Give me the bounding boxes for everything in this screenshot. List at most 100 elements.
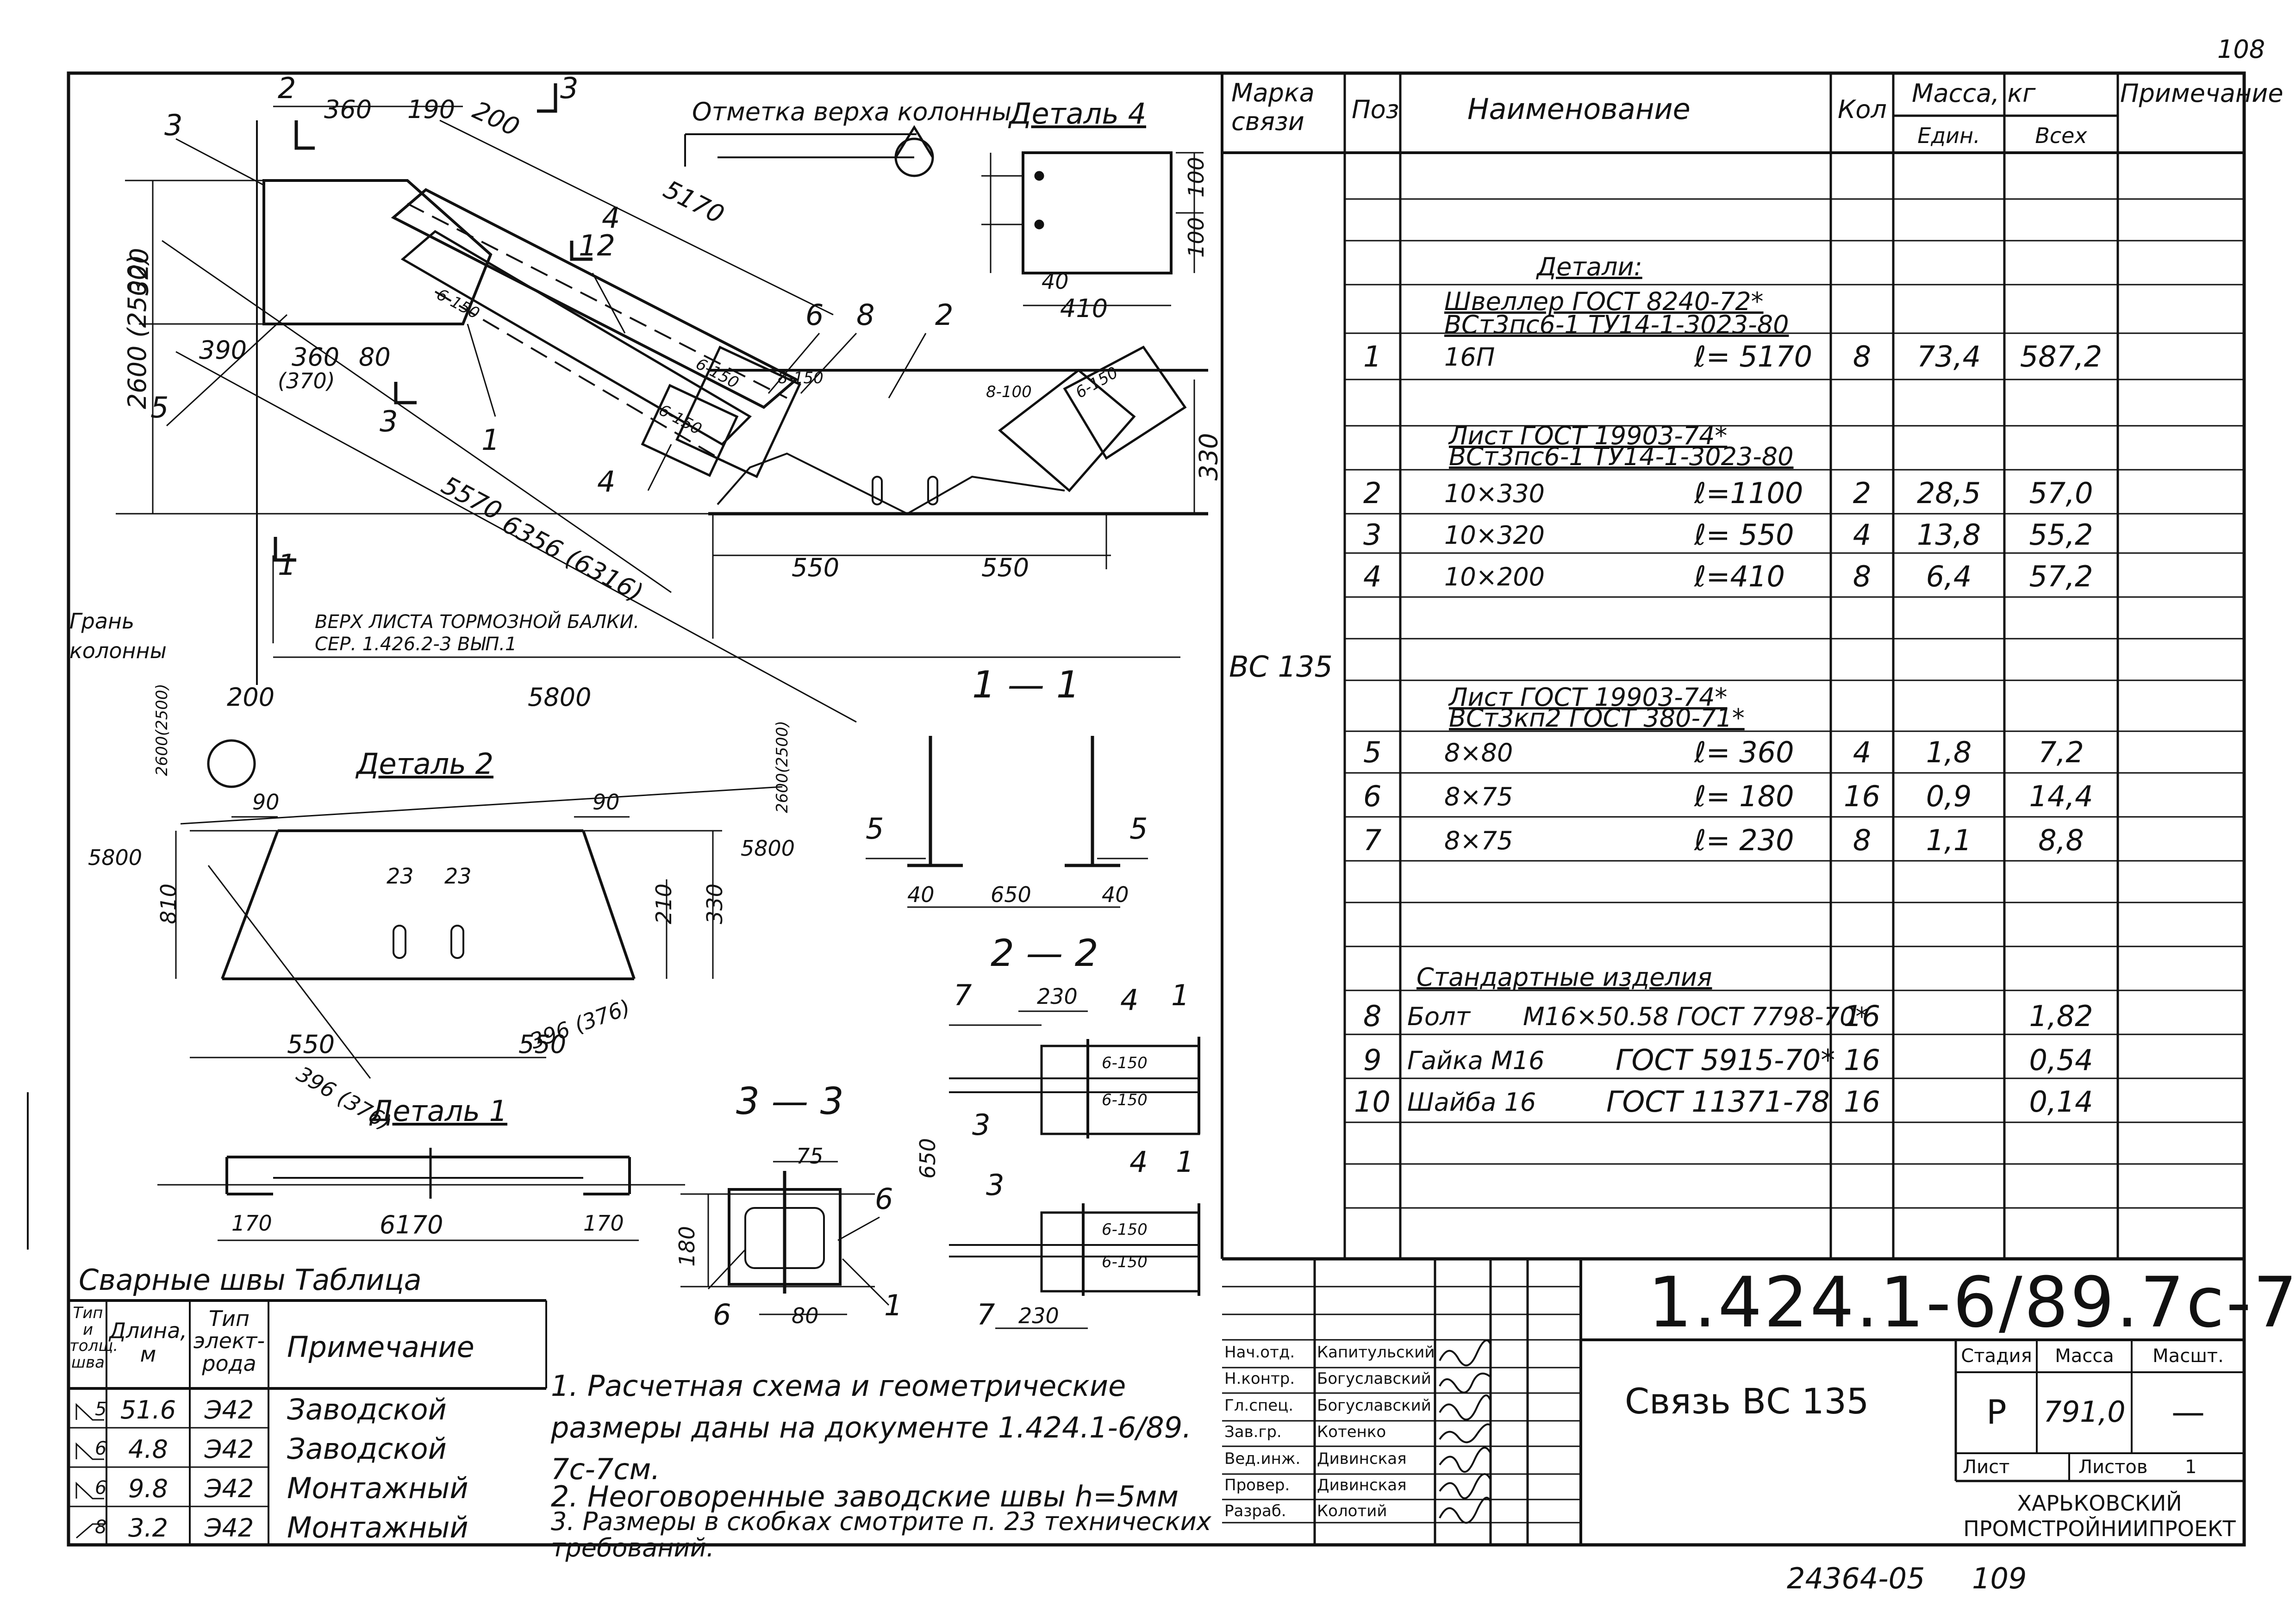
pos-3-c: 3 (380, 404, 398, 438)
dim-80: 80 (359, 342, 391, 372)
sheets-label: Листов (2078, 1456, 2148, 1478)
welds-row-4-electrode: Э42 (204, 1513, 254, 1543)
detail-1 (157, 1148, 685, 1241)
spec-header-name: Наименование (1467, 92, 1691, 126)
spec-row-4-qty: 8 (1853, 560, 1872, 593)
spec-row-2-qty: 2 (1853, 476, 1872, 510)
label-elev-top-column: Отметка верха колонны (692, 97, 1012, 126)
spec-row-6-unit: 0,9 (1926, 779, 1972, 813)
staff-6-name: Дивинская (1317, 1476, 1407, 1494)
scale-label: Масшт. (2152, 1345, 2224, 1367)
dim-200b: 200 (227, 683, 275, 712)
detail-2 (175, 739, 783, 1079)
weld-6-150-h: 6-150 (1102, 1253, 1148, 1271)
pos-7-a: 7 (954, 978, 972, 1012)
spec-row-3-total: 55,2 (2029, 518, 2093, 552)
spec-row-9-len: ГОСТ 5915-70* (1616, 1043, 1835, 1077)
welds-row-1-length: 51.6 (120, 1395, 176, 1425)
spec-row-3-pos: 3 (1363, 518, 1382, 552)
spec-row-4-pos: 4 (1363, 560, 1382, 593)
spec-row-6-qty: 16 (1844, 779, 1880, 813)
staff-1-name: Капитульский (1317, 1343, 1435, 1362)
spec-row-10-qty: 16 (1844, 1085, 1880, 1119)
pos-4-a: 4 (602, 201, 620, 235)
dim-23-b: 23 (444, 864, 472, 889)
dim-390: 390 (199, 336, 247, 365)
spec-row-1-unit: 73,4 (1916, 340, 1981, 373)
org-line-1: ХАРЬКОВСКИЙ (2017, 1491, 2182, 1516)
spec-row-4-len: ℓ=410 (1694, 560, 1785, 593)
welds-row-2-length: 4.8 (128, 1435, 168, 1464)
pos-1-a: 1 (481, 423, 500, 457)
dim-550-b: 550 (981, 553, 1029, 582)
dim-550-a: 550 (792, 553, 840, 582)
spec-row-3-name: 10×320 (1444, 521, 1545, 550)
spec-row-7-len: ℓ= 230 (1694, 823, 1794, 857)
staff-7-name: Колотий (1317, 1502, 1387, 1520)
staff-4-name: Котенко (1317, 1423, 1386, 1441)
welds-table-lines (69, 1299, 547, 1545)
spec-sheet-line2: ВСт3пс6-1 ТУ14-1-3023-80 (1449, 442, 1794, 471)
dim-23-a: 23 (387, 864, 414, 889)
spec-sheet-line1: Лист ГОСТ 19903-74* (1449, 421, 1728, 450)
sheet-label: Лист (1963, 1456, 2010, 1478)
mass-value: 791,0 (2043, 1395, 2126, 1429)
pos-4-c: 4 (1120, 983, 1139, 1017)
dim-80-s33: 80 (792, 1303, 819, 1328)
spec-row-6-pos: 6 (1363, 779, 1382, 813)
dim-5800: 5800 (528, 683, 592, 712)
signature-6 (1439, 1473, 1491, 1500)
spec-row-4-unit: 6,4 (1926, 560, 1972, 593)
welds-row-2-type: 6 (95, 1438, 107, 1459)
spec-row-1-len: ℓ= 5170 (1694, 340, 1813, 373)
weld-6-150-g: 6-150 (1102, 1220, 1148, 1239)
weld-8-150: 8-150 (778, 369, 824, 387)
welds-header-note: Примечание (287, 1330, 474, 1364)
dim-170-a: 170 (231, 1211, 272, 1236)
pos-1-c: 1 (1171, 978, 1190, 1012)
label-detail-2: Деталь 2 (356, 747, 494, 781)
page-number: 108 (2217, 35, 2265, 64)
signature-5 (1439, 1447, 1491, 1473)
pos-3-d: 3 (972, 1108, 991, 1142)
spec-row-6-name: 8×75 (1444, 782, 1513, 811)
weld-6-150-f: 6-150 (1102, 1091, 1148, 1109)
welds-row-4-length: 3.2 (128, 1513, 168, 1543)
dim-90-b: 90 (593, 790, 620, 815)
spec-row-10-name: Шайба 16 (1407, 1088, 1536, 1117)
welds-row-3-electrode: Э42 (204, 1474, 254, 1503)
pos-2-b: 2 (935, 298, 954, 332)
spec-section-standard: Стандартные изделия (1416, 963, 1712, 992)
dim-230-a: 230 (1037, 984, 1078, 1009)
bottom-page: 109 (1972, 1562, 2027, 1595)
signature-2 (1439, 1372, 1491, 1394)
pos-1-e: 1 (884, 1288, 903, 1322)
spec-header-unit: Един. (1917, 123, 1980, 148)
pos-7-b: 7 (977, 1298, 995, 1332)
note-3: 3. Размеры в скобках смотрите п. 23 техн… (551, 1507, 1211, 1562)
pos-4-d: 4 (1129, 1145, 1148, 1179)
pos-1-d: 1 (1176, 1145, 1194, 1179)
welds-row-1-type: 5 (95, 1399, 107, 1420)
spec-row-6-len: ℓ= 180 (1694, 779, 1794, 813)
spec-sheet2-line1: Лист ГОСТ 19903-74* (1449, 683, 1728, 712)
staff-2-name: Богуславский (1317, 1369, 1431, 1388)
dim-40-s11-b: 40 (1102, 882, 1129, 907)
spec-row-1-qty: 8 (1853, 340, 1872, 373)
org-line-2: ПРОМСТРОЙНИИПРОЕКТ (1963, 1516, 2236, 1541)
welds-table-title: Сварные швы Таблица (79, 1263, 422, 1297)
dim-40: 40 (1042, 269, 1069, 294)
staff-6-role: Провер. (1224, 1476, 1290, 1494)
signature-7 (1439, 1497, 1491, 1524)
spec-row-5-total: 7,2 (2038, 735, 2084, 769)
dim-360b: 360 (292, 342, 340, 372)
spec-channel-line2: ВСт3пс6-1 ТУ14-1-3023-80 (1444, 310, 1789, 339)
staff-1-role: Нач.отд. (1224, 1343, 1295, 1362)
dim-230-b: 230 (1018, 1303, 1059, 1328)
spec-row-8-qty: 16 (1844, 999, 1880, 1033)
dim-650-s11: 650 (991, 882, 1031, 907)
spec-row-3-qty: 4 (1853, 518, 1872, 552)
staff-5-role: Вед.инж. (1224, 1450, 1301, 1468)
